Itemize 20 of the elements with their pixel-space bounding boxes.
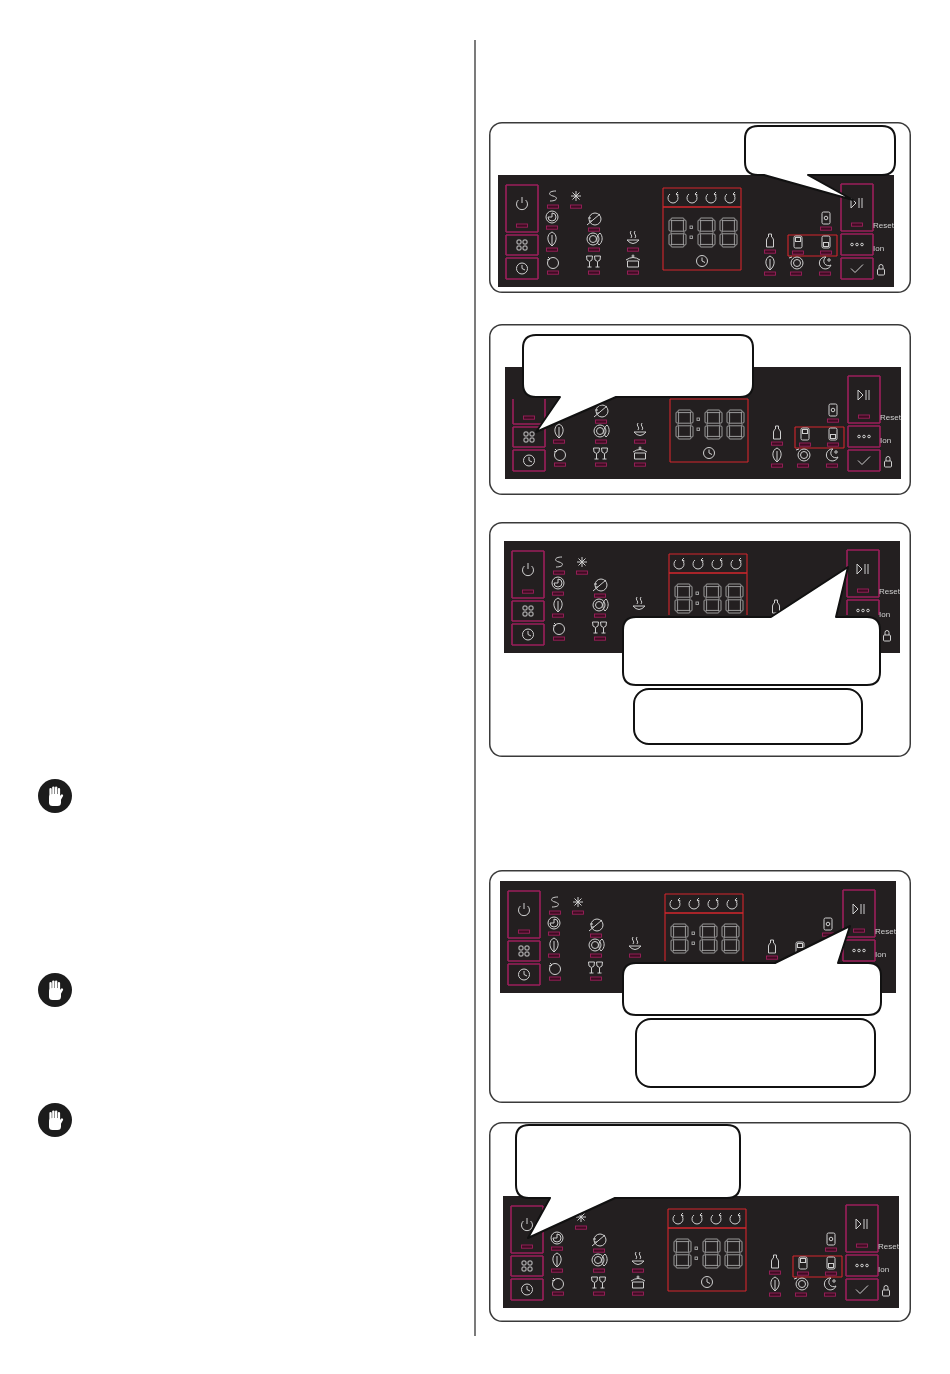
panel-card bbox=[489, 870, 911, 1103]
key-label: Ion bbox=[873, 244, 885, 253]
key-label: Reset bbox=[875, 927, 896, 936]
panel-card bbox=[489, 324, 911, 495]
key-label: Reset bbox=[880, 413, 901, 422]
speech-bubble-tooltip bbox=[743, 124, 897, 202]
speech-bubble-tooltip bbox=[514, 1123, 742, 1240]
key-label: Ion bbox=[878, 1265, 890, 1274]
panel-card bbox=[489, 1122, 911, 1322]
callout-box bbox=[633, 688, 863, 745]
key-label: Ion bbox=[879, 610, 891, 619]
key-label: Reset bbox=[873, 221, 894, 230]
key-label: Reset bbox=[878, 1242, 899, 1251]
panel-card bbox=[489, 522, 911, 757]
key-label: Ion bbox=[875, 950, 887, 959]
speech-bubble-tooltip bbox=[521, 333, 755, 434]
key-label: Reset bbox=[879, 587, 900, 596]
callout-box bbox=[635, 1018, 876, 1088]
key-label: Ion bbox=[880, 436, 892, 445]
panel-card bbox=[489, 122, 911, 293]
